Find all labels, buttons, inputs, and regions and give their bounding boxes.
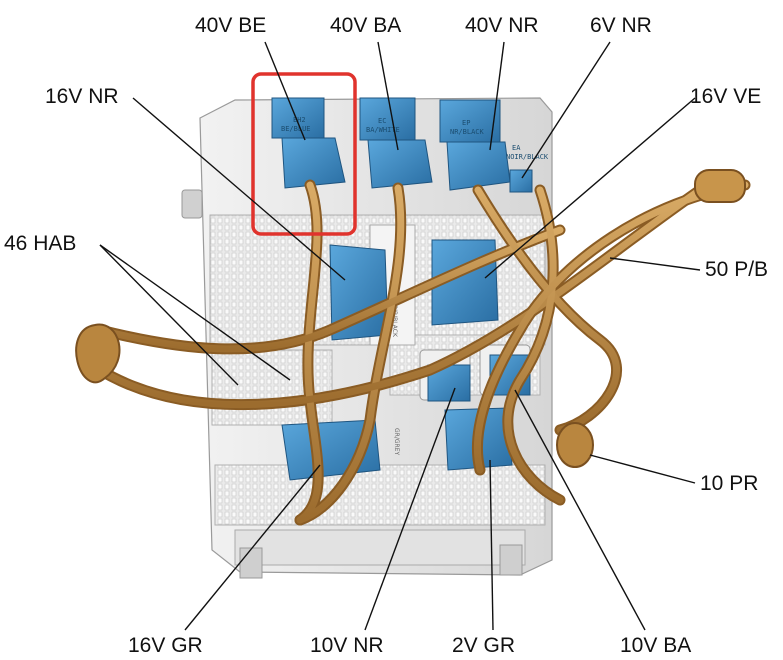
connector-16v-gr-marking: GR/GREY [393,428,400,455]
label-6v-nr: 6V NR [590,14,652,37]
connector-40v-ba: EC BA/WHITE [359,97,433,189]
connector-6v-nr-marking-1: EA [512,144,521,152]
connector-40v-nr-marking-1: EP [462,119,470,127]
label-16v-ve: 16V VE [690,85,761,108]
leader-lines [99,41,701,631]
connector-16v-nr-marking: NOIR/BLACK [391,300,398,338]
label-10v-ba: 10V BA [620,634,691,657]
connector-40v-be-marking-1: EH2 [293,116,306,124]
label-40v-be: 40V BE [195,14,266,37]
label-50-pb: 50 P/B [705,258,768,281]
label-40v-ba: 40V BA [330,14,401,37]
label-46-hab: 46 HAB [4,232,76,255]
connector-10v-nr [427,364,471,402]
label-40v-nr: 40V NR [465,14,539,37]
connector-40v-be: EH2 BE/BLUE [271,97,346,189]
connector-40v-nr: EP NR/BLACK [439,99,511,191]
connector-6v-nr-marking-2: NOIR/BLACK [506,153,549,161]
connector-40v-ba-marking-1: EC [378,117,386,125]
label-16v-gr: 16V GR [128,634,203,657]
connector-40v-ba-marking-2: BA/WHITE [366,126,400,134]
connector-40v-be-marking-2: BE/BLUE [281,125,311,133]
label-10-pr: 10 PR [700,472,758,495]
label-2v-gr: 2V GR [452,634,515,657]
label-16v-nr: 16V NR [45,85,119,108]
highlight-box [251,72,357,236]
connector-6v-nr: EA NOIR/BLACK [506,144,549,193]
label-10v-nr: 10V NR [310,634,384,657]
wiring-harness [75,169,751,526]
connector-40v-nr-marking-2: NR/BLACK [450,128,485,136]
